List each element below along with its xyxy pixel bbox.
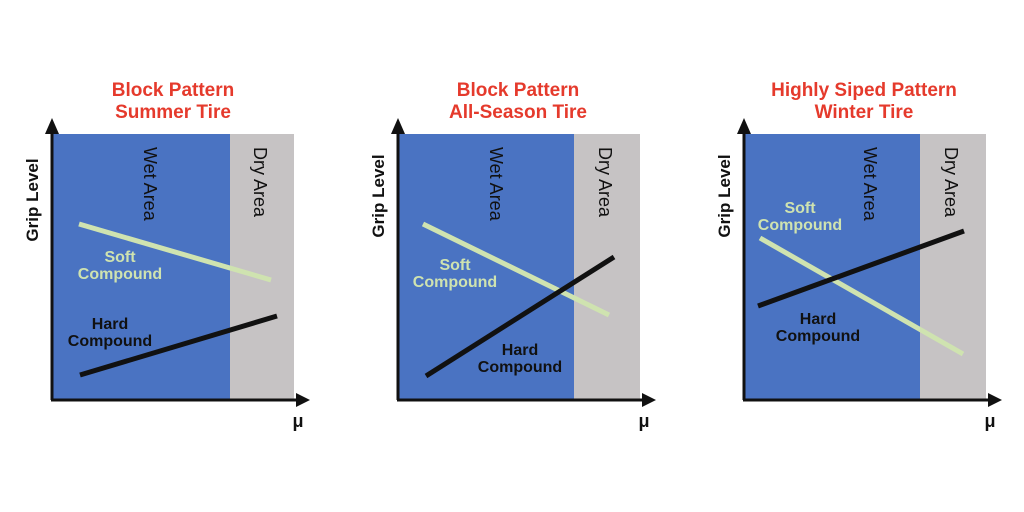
panel-1-y-axis-label: Grip Level — [23, 158, 42, 241]
panel-3-y-axis-arrow — [737, 118, 751, 134]
panel-1-title-line1: Block Pattern — [111, 80, 235, 101]
panel-2-hard-compound-line — [424, 254, 616, 379]
panel-2-x-axis-arrow — [642, 393, 656, 407]
panel-2-soft-label-line2: Compound — [413, 274, 497, 291]
panel-1-x-axis-arrow — [296, 393, 310, 407]
panel-2-wet-area — [398, 134, 574, 400]
panel-3-wet-area — [744, 134, 920, 400]
panel-1-dry-label: Dry Area — [250, 147, 270, 218]
panel-2-x-axis-label: μ — [638, 411, 649, 431]
panel-1-hard-compound-line — [79, 313, 278, 378]
panel-3-y-axis-label: Grip Level — [715, 154, 734, 237]
panel-2-title: Block Pattern All-Season Tire — [398, 80, 638, 124]
panel-3-soft-label-line1: Soft — [784, 200, 816, 217]
panel-3-x-axis-label: μ — [984, 411, 995, 431]
panel-3-title-line2: Winter Tire — [814, 102, 914, 123]
panel-1: Wet Area Dry Area Soft Compound Hard Com… — [23, 118, 310, 431]
panel-3-soft-compound-line — [758, 235, 965, 357]
panel-1-wet-label: Wet Area — [140, 147, 160, 222]
panel-1-soft-compound-line — [78, 221, 272, 283]
panel-3-hard-label-line1: Hard — [800, 311, 836, 328]
panel-3-dry-area — [920, 134, 986, 400]
panel-3-wet-label: Wet Area — [860, 147, 880, 222]
panel-3-soft-label-line2: Compound — [758, 217, 842, 234]
panel-2-hard-label-line1: Hard — [502, 342, 538, 359]
panel-2-y-axis-arrow — [391, 118, 405, 134]
panel-1-soft-label-line2: Compound — [78, 266, 162, 283]
panel-3-hard-label-line2: Compound — [776, 328, 860, 345]
panel-2: Wet Area Dry Area Soft Compound Hard Com… — [369, 118, 656, 431]
panel-3-x-axis-arrow — [988, 393, 1002, 407]
panel-2-dry-label: Dry Area — [595, 147, 615, 218]
panel-2-title-line2: All-Season Tire — [449, 102, 587, 123]
panel-3: Wet Area Dry Area Soft Compound Hard Com… — [715, 118, 1002, 431]
panel-1-hard-label-line2: Compound — [68, 333, 152, 350]
panel-3-title: Highly Siped Pattern Winter Tire — [744, 80, 984, 124]
panel-1-x-axis-label: μ — [292, 411, 303, 431]
panel-1-soft-label-line1: Soft — [104, 249, 136, 266]
panel-2-wet-label: Wet Area — [486, 147, 506, 222]
panel-2-y-axis-label: Grip Level — [369, 154, 388, 237]
panel-3-dry-label: Dry Area — [941, 147, 961, 218]
panel-1-y-axis-arrow — [45, 118, 59, 134]
panel-2-soft-label-line1: Soft — [439, 257, 471, 274]
panel-1-hard-label-line1: Hard — [92, 316, 128, 333]
panel-3-hard-compound-line — [757, 228, 965, 309]
panel-1-dry-area — [230, 134, 294, 400]
panel-2-title-line1: Block Pattern — [456, 80, 580, 101]
panel-1-title: Block Pattern Summer Tire — [53, 80, 293, 124]
panel-2-soft-compound-line — [421, 221, 611, 318]
panel-2-dry-area — [574, 134, 640, 400]
panel-3-title-line1: Highly Siped Pattern — [771, 80, 957, 101]
panel-2-hard-label-line2: Compound — [478, 359, 562, 376]
panel-1-title-line2: Summer Tire — [115, 102, 231, 123]
